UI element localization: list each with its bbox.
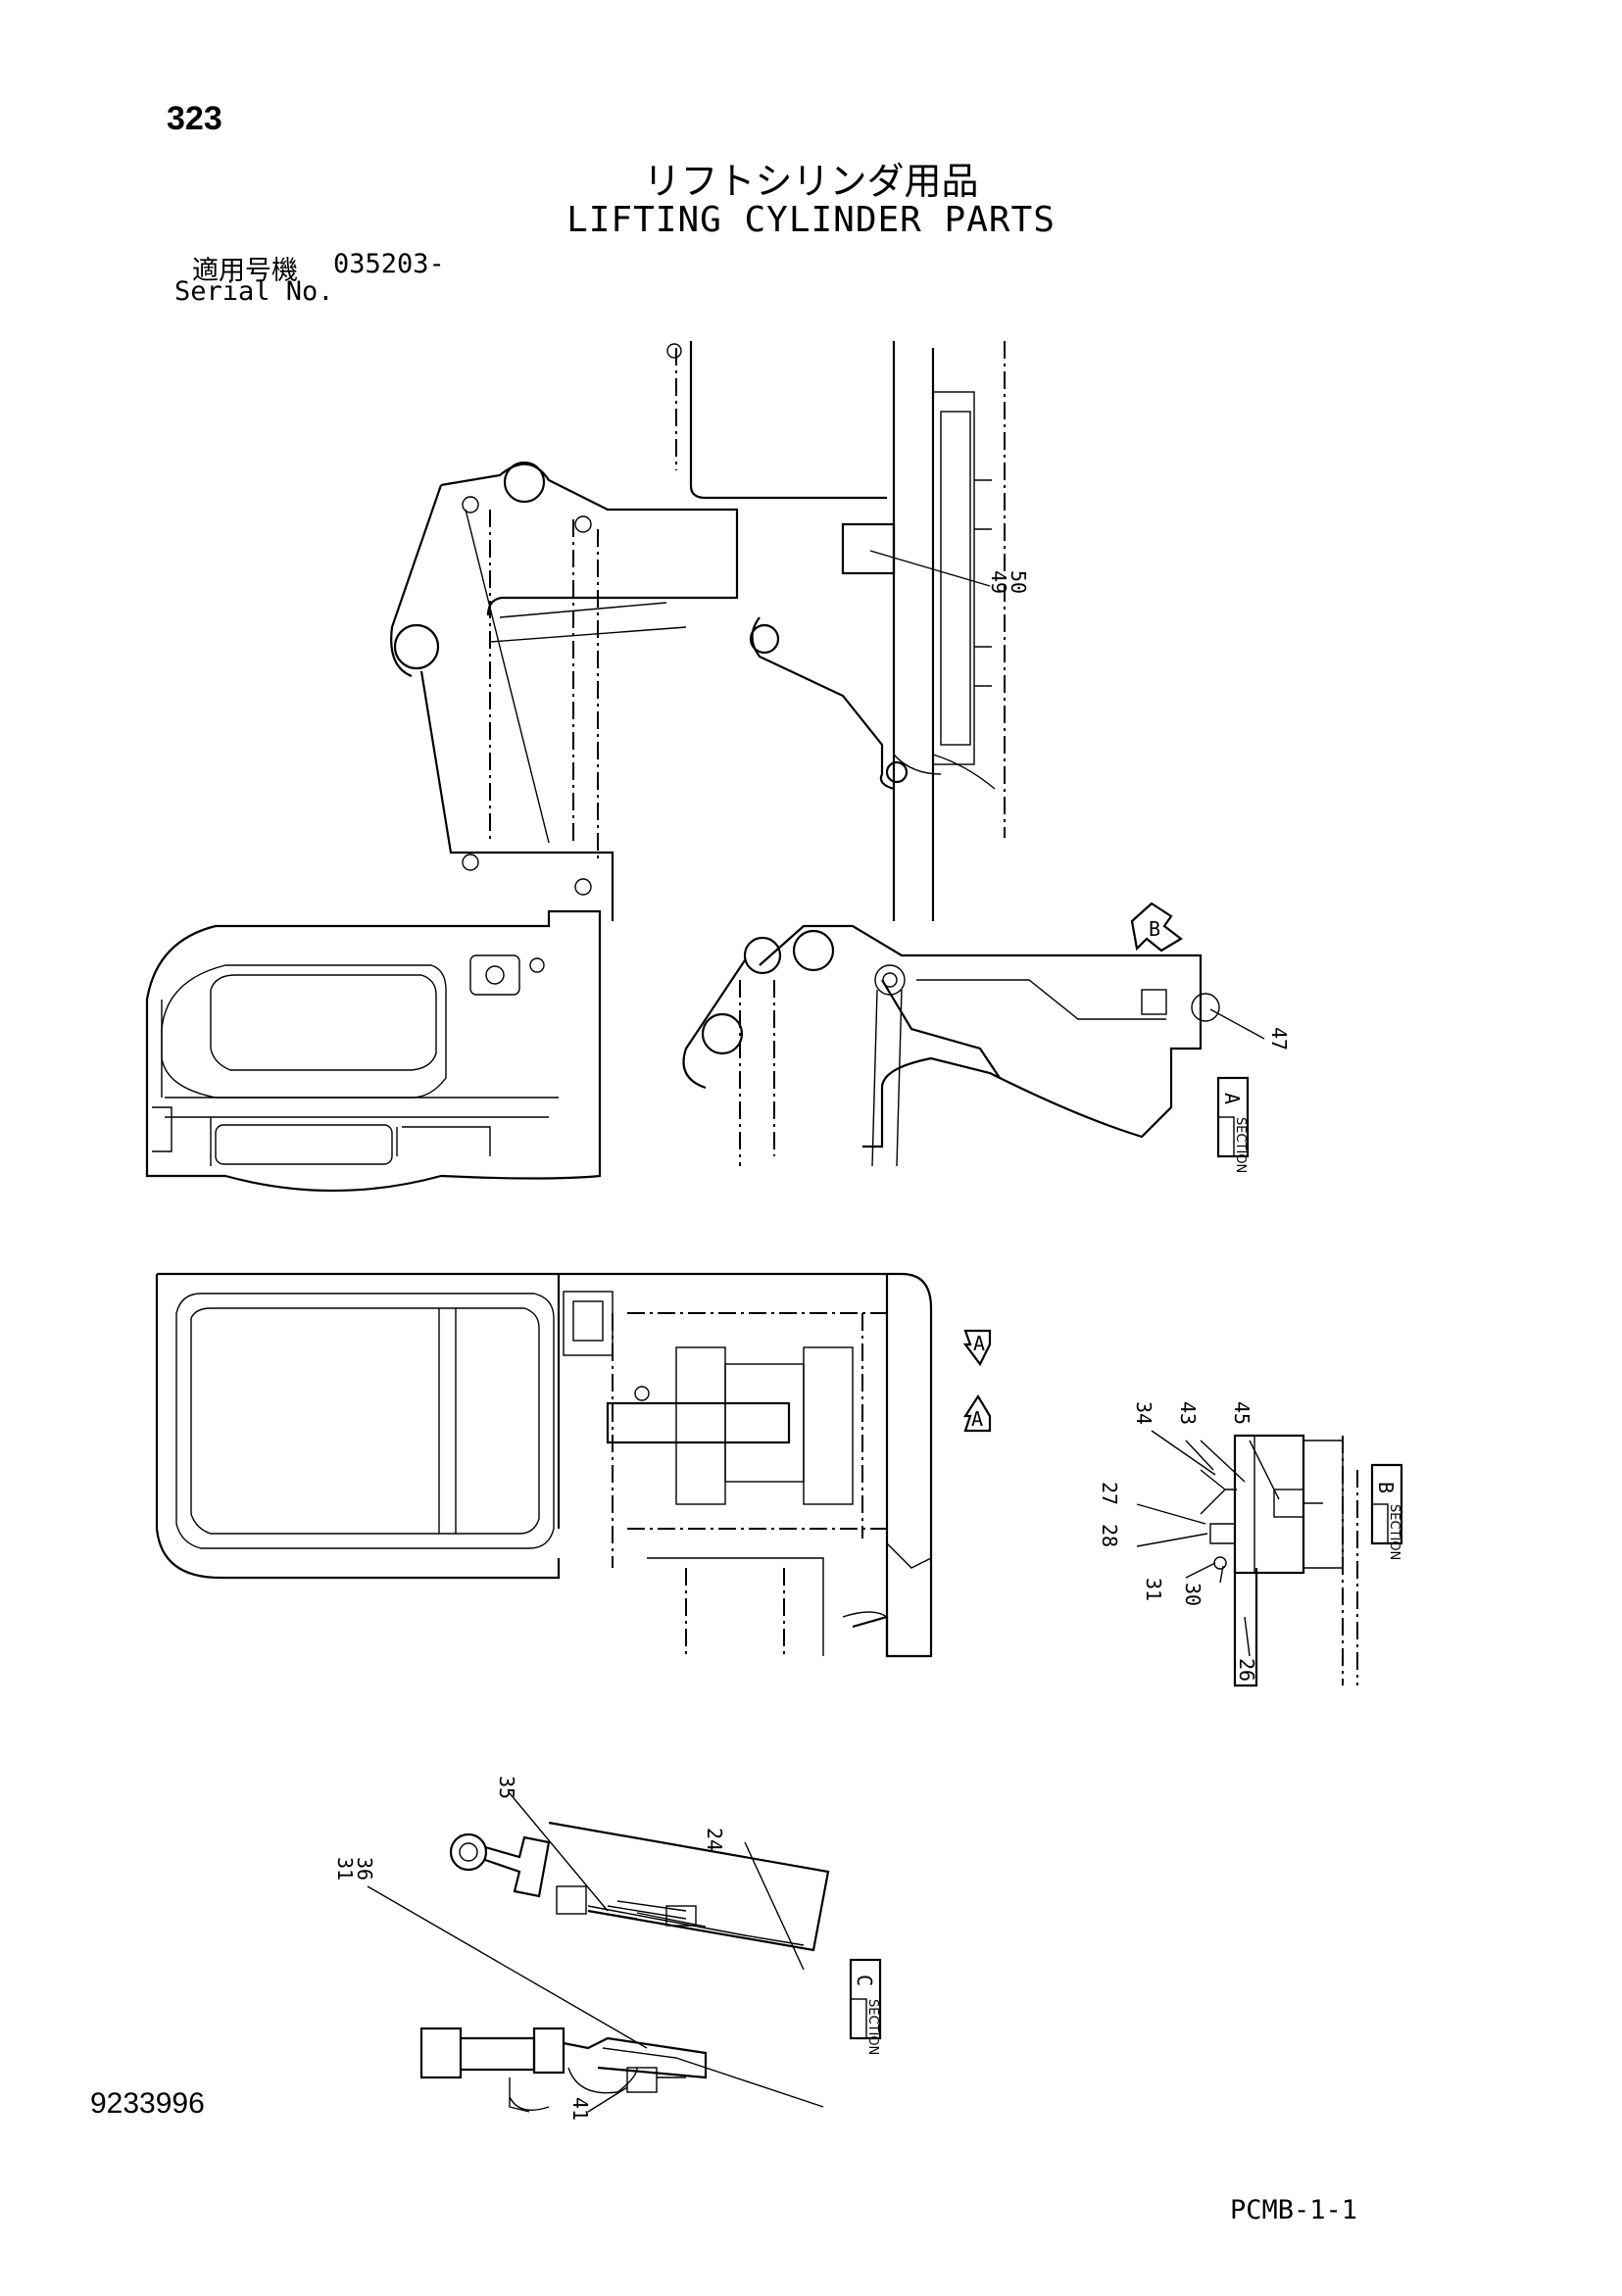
section-arrow-a-up: A — [962, 1393, 992, 1433]
section-b-label: B SECTION — [1370, 1463, 1403, 1560]
document-number: 9233996 — [90, 2087, 205, 2120]
title-japanese: リフトシリンダ用品 — [643, 160, 979, 203]
serial-label-japanese: 適用号機 — [192, 256, 298, 286]
callout-43: 43 — [1176, 1401, 1200, 1425]
section-arrow-b: B — [1130, 902, 1183, 953]
callout-34: 34 — [1132, 1401, 1155, 1425]
serial-label-english: Serial No. — [174, 276, 334, 307]
view-section-c-detail — [367, 1792, 830, 2113]
section-arrow-b-letter: B — [1149, 917, 1160, 941]
section-c-word: SECTION — [865, 1999, 880, 2055]
callout-35: 35 — [495, 1776, 518, 1799]
section-a-word: SECTION — [1233, 1117, 1248, 1173]
callout-49: 49 — [987, 570, 1010, 594]
callout-45: 45 — [1230, 1401, 1253, 1425]
callout-27: 27 — [1098, 1482, 1121, 1505]
section-a-label: A SECTION — [1216, 1076, 1250, 1173]
callout-31: 31 — [1142, 1578, 1165, 1601]
view-side-arm — [682, 924, 1265, 1167]
view-plan — [155, 1272, 933, 1658]
callout-41: 41 — [568, 2097, 592, 2121]
callout-50: 50 — [1007, 570, 1030, 594]
view-side-body — [145, 909, 602, 1193]
title-english: LIFTING CYLINDER PARTS — [566, 200, 1056, 240]
catalog-code: PCMB-1-1 — [1230, 2195, 1358, 2225]
callout-36: 36 — [353, 1857, 376, 1881]
section-a-letter: A — [1220, 1093, 1244, 1104]
section-c-letter: C — [853, 1975, 876, 1986]
page-number: 323 — [167, 100, 222, 137]
section-arrow-a2-letter: A — [971, 1407, 983, 1431]
section-arrow-a-down: A — [962, 1329, 992, 1367]
view-section-b-detail — [1136, 1430, 1358, 1687]
section-c-label: C SECTION — [849, 1958, 882, 2055]
section-b-letter: B — [1374, 1482, 1398, 1493]
serial-number-value: 035203- — [333, 249, 445, 279]
view-top-lift-arm — [390, 341, 1006, 921]
callout-31-c: 31 — [333, 1857, 357, 1881]
callout-47: 47 — [1267, 1027, 1291, 1050]
section-b-word: SECTION — [1387, 1504, 1401, 1560]
callout-26: 26 — [1235, 1658, 1258, 1682]
section-arrow-a1-letter: A — [973, 1332, 985, 1355]
callout-24: 24 — [703, 1828, 726, 1851]
callout-28: 28 — [1098, 1524, 1121, 1547]
callout-30: 30 — [1181, 1583, 1204, 1606]
